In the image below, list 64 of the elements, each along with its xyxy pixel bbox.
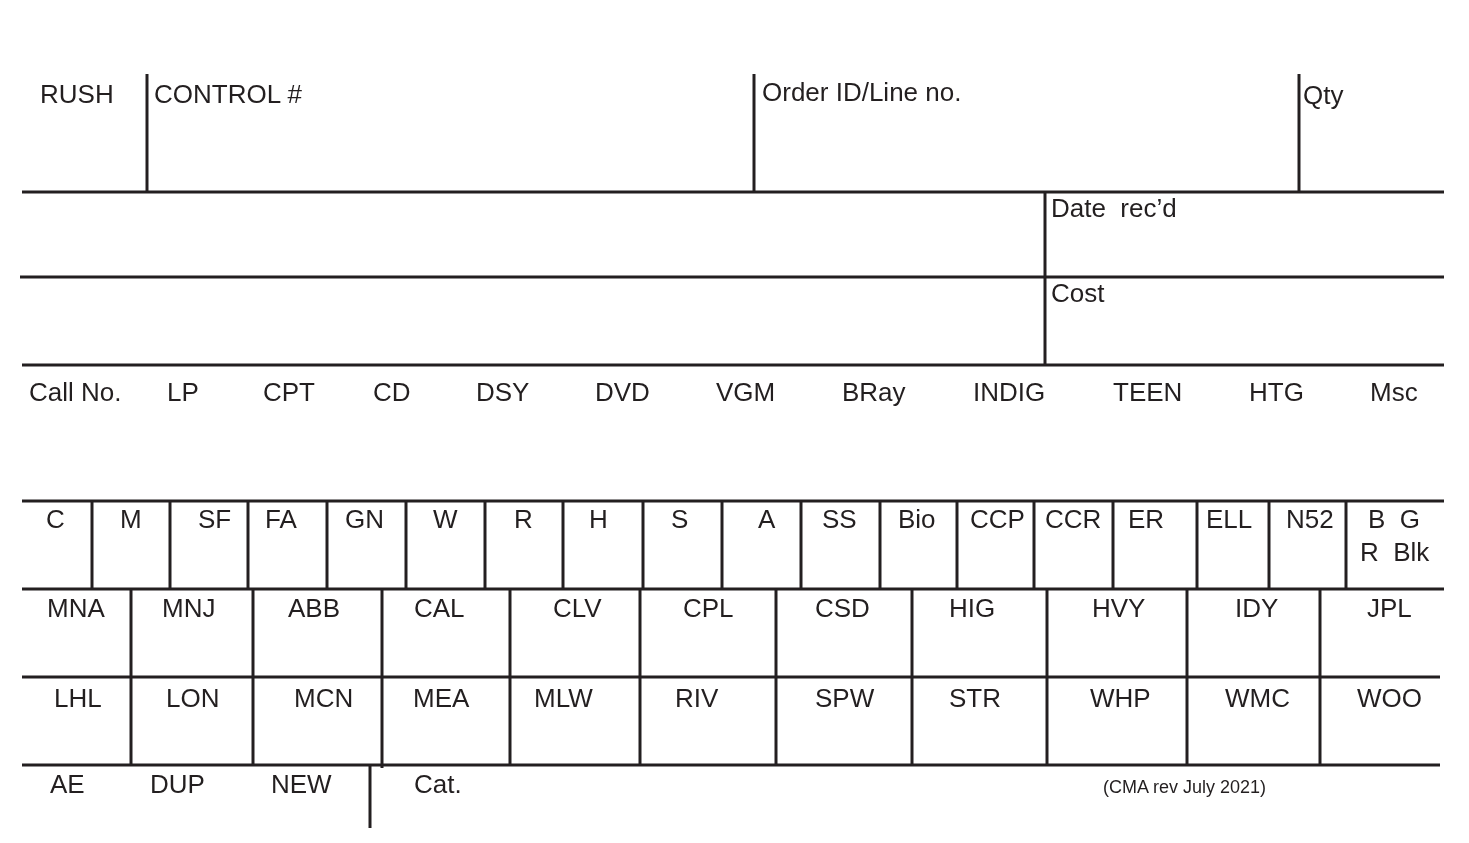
field-label: VGM	[716, 379, 776, 405]
field-label: CAL	[414, 595, 465, 621]
field-label: R	[514, 506, 533, 532]
field-label: MNJ	[162, 595, 216, 621]
field-label: CD	[373, 379, 411, 405]
field-label: (CMA rev July 2021)	[1103, 778, 1267, 796]
field-label: DUP	[150, 771, 205, 797]
field-label: LON	[166, 685, 220, 711]
field-label: N52	[1286, 506, 1334, 532]
field-label: Cost	[1051, 280, 1105, 306]
field-label: Cat.	[414, 771, 462, 797]
field-label: Bio	[898, 506, 936, 532]
field-label: IDY	[1235, 595, 1279, 621]
field-label: CLV	[553, 595, 602, 621]
field-label: B G	[1368, 506, 1420, 532]
field-label: SS	[822, 506, 857, 532]
field-label: R Blk	[1360, 539, 1430, 565]
field-label: STR	[949, 685, 1001, 711]
field-label: Msc	[1370, 379, 1418, 405]
field-label: LP	[167, 379, 199, 405]
field-label: ER	[1128, 506, 1165, 532]
field-label: Call No.	[29, 379, 122, 405]
field-label: MEA	[413, 685, 470, 711]
field-label: Date rec’d	[1051, 195, 1177, 221]
field-label: M	[120, 506, 142, 532]
field-label: CCP	[970, 506, 1025, 532]
field-label: NEW	[271, 771, 332, 797]
field-label: Qty	[1303, 82, 1344, 108]
field-label: HTG	[1249, 379, 1304, 405]
field-label: HIG	[949, 595, 996, 621]
field-label: Order ID/Line no.	[762, 79, 962, 105]
field-label: RIV	[675, 685, 719, 711]
field-label: AE	[50, 771, 85, 797]
field-label: H	[589, 506, 608, 532]
field-label: MNA	[47, 595, 105, 621]
field-label: JPL	[1367, 595, 1412, 621]
field-label: SF	[198, 506, 232, 532]
field-label: MCN	[294, 685, 354, 711]
field-label: DSY	[476, 379, 530, 405]
field-label: TEEN	[1113, 379, 1183, 405]
field-label: C	[46, 506, 65, 532]
field-label: MLW	[534, 685, 593, 711]
field-label: A	[758, 506, 776, 532]
field-label: WMC	[1225, 685, 1290, 711]
field-label: WOO	[1357, 685, 1422, 711]
field-label: CCR	[1045, 506, 1102, 532]
field-label: DVD	[595, 379, 650, 405]
field-label: WHP	[1090, 685, 1151, 711]
field-label: CPL	[683, 595, 734, 621]
field-label: W	[433, 506, 458, 532]
field-label: BRay	[842, 379, 906, 405]
field-label: S	[671, 506, 689, 532]
field-label: RUSH	[40, 81, 114, 107]
field-label: CPT	[263, 379, 315, 405]
field-label: CONTROL #	[154, 81, 302, 107]
field-label: FA	[265, 506, 297, 532]
field-label: ABB	[288, 595, 341, 621]
field-label: ELL	[1206, 506, 1253, 532]
field-label: CSD	[815, 595, 870, 621]
field-label: SPW	[815, 685, 875, 711]
field-label: INDIG	[973, 379, 1046, 405]
field-label: HVY	[1092, 595, 1146, 621]
field-label: LHL	[54, 685, 102, 711]
field-label: GN	[345, 506, 384, 532]
